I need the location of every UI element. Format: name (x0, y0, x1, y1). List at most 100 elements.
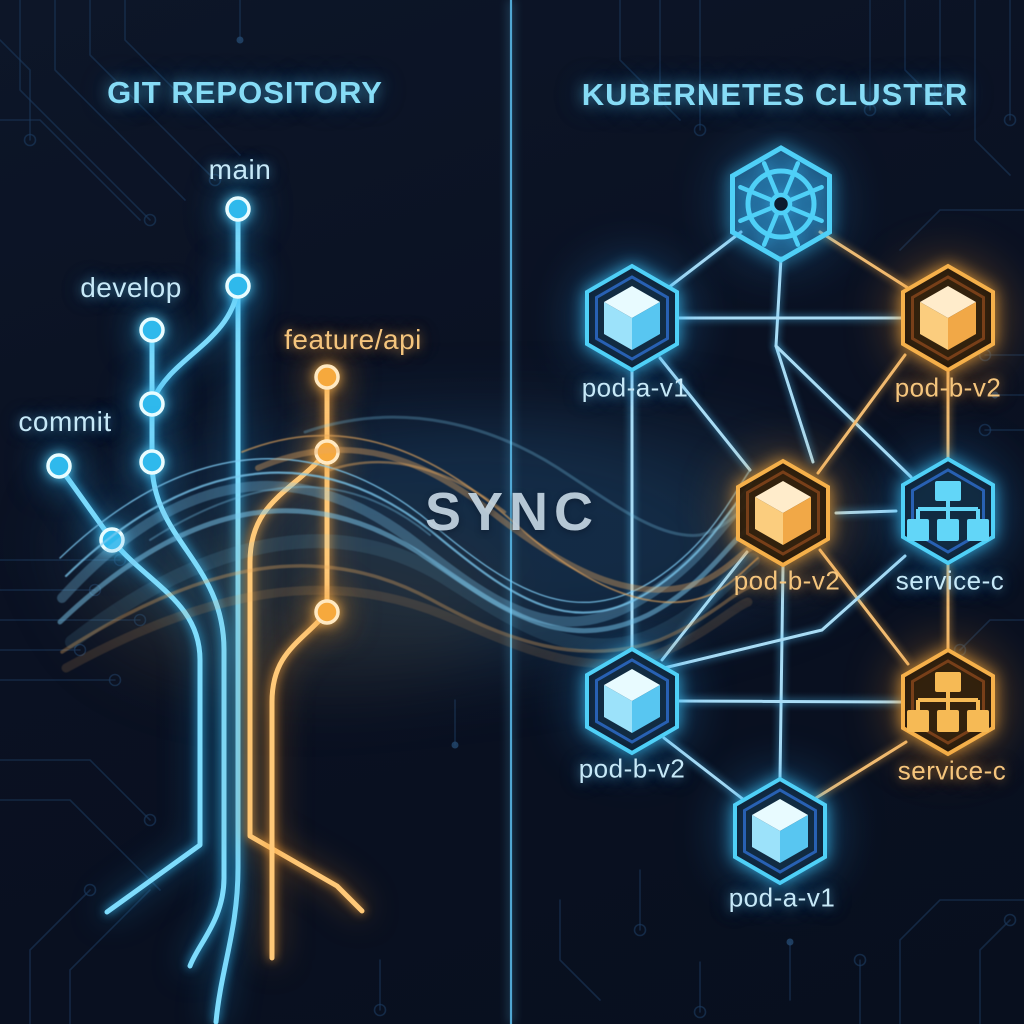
git-branch-line (269, 609, 330, 961)
circuit-pad (978, 423, 992, 437)
hexagon-inner-outline (743, 788, 817, 874)
cube-right-face (632, 685, 660, 733)
circuit-trace (29, 889, 91, 1024)
circuit-dot (991, 391, 999, 399)
sync-label: SYNC (424, 482, 600, 542)
sync-ribbon (328, 460, 507, 514)
hexagon-inner-outline (595, 275, 669, 361)
git-label-feature-api: feature/api (284, 324, 422, 355)
hexagon-inner-outline (911, 275, 985, 361)
circuit-trace (0, 799, 161, 891)
circuit-trace (899, 209, 1024, 251)
container-cube-icon (755, 481, 811, 545)
cube-right-face (948, 302, 976, 350)
container-cube-icon (604, 286, 660, 350)
cube-right-face (780, 815, 808, 863)
circuit-pad (653, 93, 667, 107)
circuit-trace (559, 899, 601, 1001)
sync-wave (57, 415, 760, 673)
git-commit-node (139, 317, 165, 343)
k8s-label-pod-b-v2-m: pod-b-v2 (733, 565, 841, 596)
circuit-pad (23, 133, 37, 147)
circuit-pad (83, 883, 97, 897)
tree-root-box (935, 672, 961, 692)
circuit-pad (133, 613, 147, 627)
circuit-trace (904, 0, 951, 116)
git-graph (46, 196, 365, 1024)
circuit-dot (451, 741, 459, 749)
circuit-pad (88, 583, 102, 597)
hex-node-helm (730, 145, 832, 263)
helm-hub (769, 192, 793, 216)
hex-node-pod-b-v2 (901, 263, 995, 373)
circuit-trace (959, 619, 1024, 651)
k8s-edge (774, 256, 815, 464)
cube-left-face (604, 302, 632, 350)
cube-left-face (920, 302, 948, 350)
service-tree-icon (907, 481, 989, 541)
tree-leaf-box (937, 519, 959, 541)
git-label-commit: commit (18, 406, 112, 437)
helm-spoke (738, 184, 774, 203)
circuit-pad (113, 553, 127, 567)
tree-leaf-box (937, 710, 959, 732)
circuit-pad (108, 673, 122, 687)
git-branch-line (56, 463, 203, 915)
circuit-trace (979, 919, 1011, 1024)
k8s-edge (818, 230, 910, 290)
tree-links (916, 692, 980, 710)
k8s-edge (660, 550, 749, 662)
k8s-edge (818, 548, 910, 666)
k8s-edge (774, 344, 913, 479)
k8s-label-pod-b-v2: pod-b-v2 (894, 372, 1002, 403)
sync-ribbon (241, 434, 759, 604)
hex-node-service-c (901, 456, 995, 566)
circuit-pad (933, 83, 947, 97)
git-commit-node (225, 196, 251, 222)
k8s-label-pod-b-v2-l: pod-b-v2 (578, 753, 686, 784)
tree-leaf-box (907, 710, 929, 732)
hex-node-pod-b-v2-m (736, 458, 830, 568)
k8s-label-pod-a-v1: pod-a-v1 (581, 372, 689, 403)
haze-blob (60, 415, 740, 675)
git-commit-node (314, 599, 340, 625)
circuit-pad (693, 1005, 707, 1019)
circuit-pad (633, 923, 647, 937)
circuit-dot (786, 938, 794, 946)
k8s-label-service-c2: service-c (897, 755, 1007, 786)
circuit-pad (1003, 113, 1017, 127)
circuit-trace (0, 39, 31, 141)
git-commit-node (314, 364, 340, 390)
k8s-edge (814, 740, 908, 800)
tree-root-box (935, 481, 961, 501)
cube-left-face (604, 685, 632, 733)
circuit-trace (0, 119, 141, 221)
hexagon-inner-outline (746, 470, 820, 556)
k8s-label-pod-a-v1-b: pod-a-v1 (728, 882, 836, 913)
circuit-trace (0, 759, 151, 821)
sync-ribbon (255, 446, 760, 593)
hex-node-pod-b-v2-l (585, 646, 679, 756)
circuit-pad (143, 813, 157, 827)
tree-links (916, 501, 980, 519)
container-cube-icon (752, 799, 808, 863)
tree-leaf-box (967, 710, 989, 732)
git-label-main: main (208, 154, 272, 185)
cube-right-face (632, 302, 660, 350)
git-commit-node (139, 391, 165, 417)
circuit-trace (19, 0, 151, 221)
sync-ribbon (60, 564, 754, 654)
cube-left-face (752, 815, 780, 863)
helm-spoke (782, 161, 801, 197)
git-commit-node (225, 273, 251, 299)
container-cube-icon (920, 286, 976, 350)
circuit-trace (69, 889, 151, 1024)
helm-spoke (761, 161, 780, 197)
k8s-edge (816, 353, 907, 475)
k8s-edge (666, 230, 743, 290)
kubernetes-cluster-title: KUBERNETES CLUSTER (581, 77, 969, 112)
haze-blob (270, 410, 870, 630)
circuit-trace (899, 899, 1024, 1024)
